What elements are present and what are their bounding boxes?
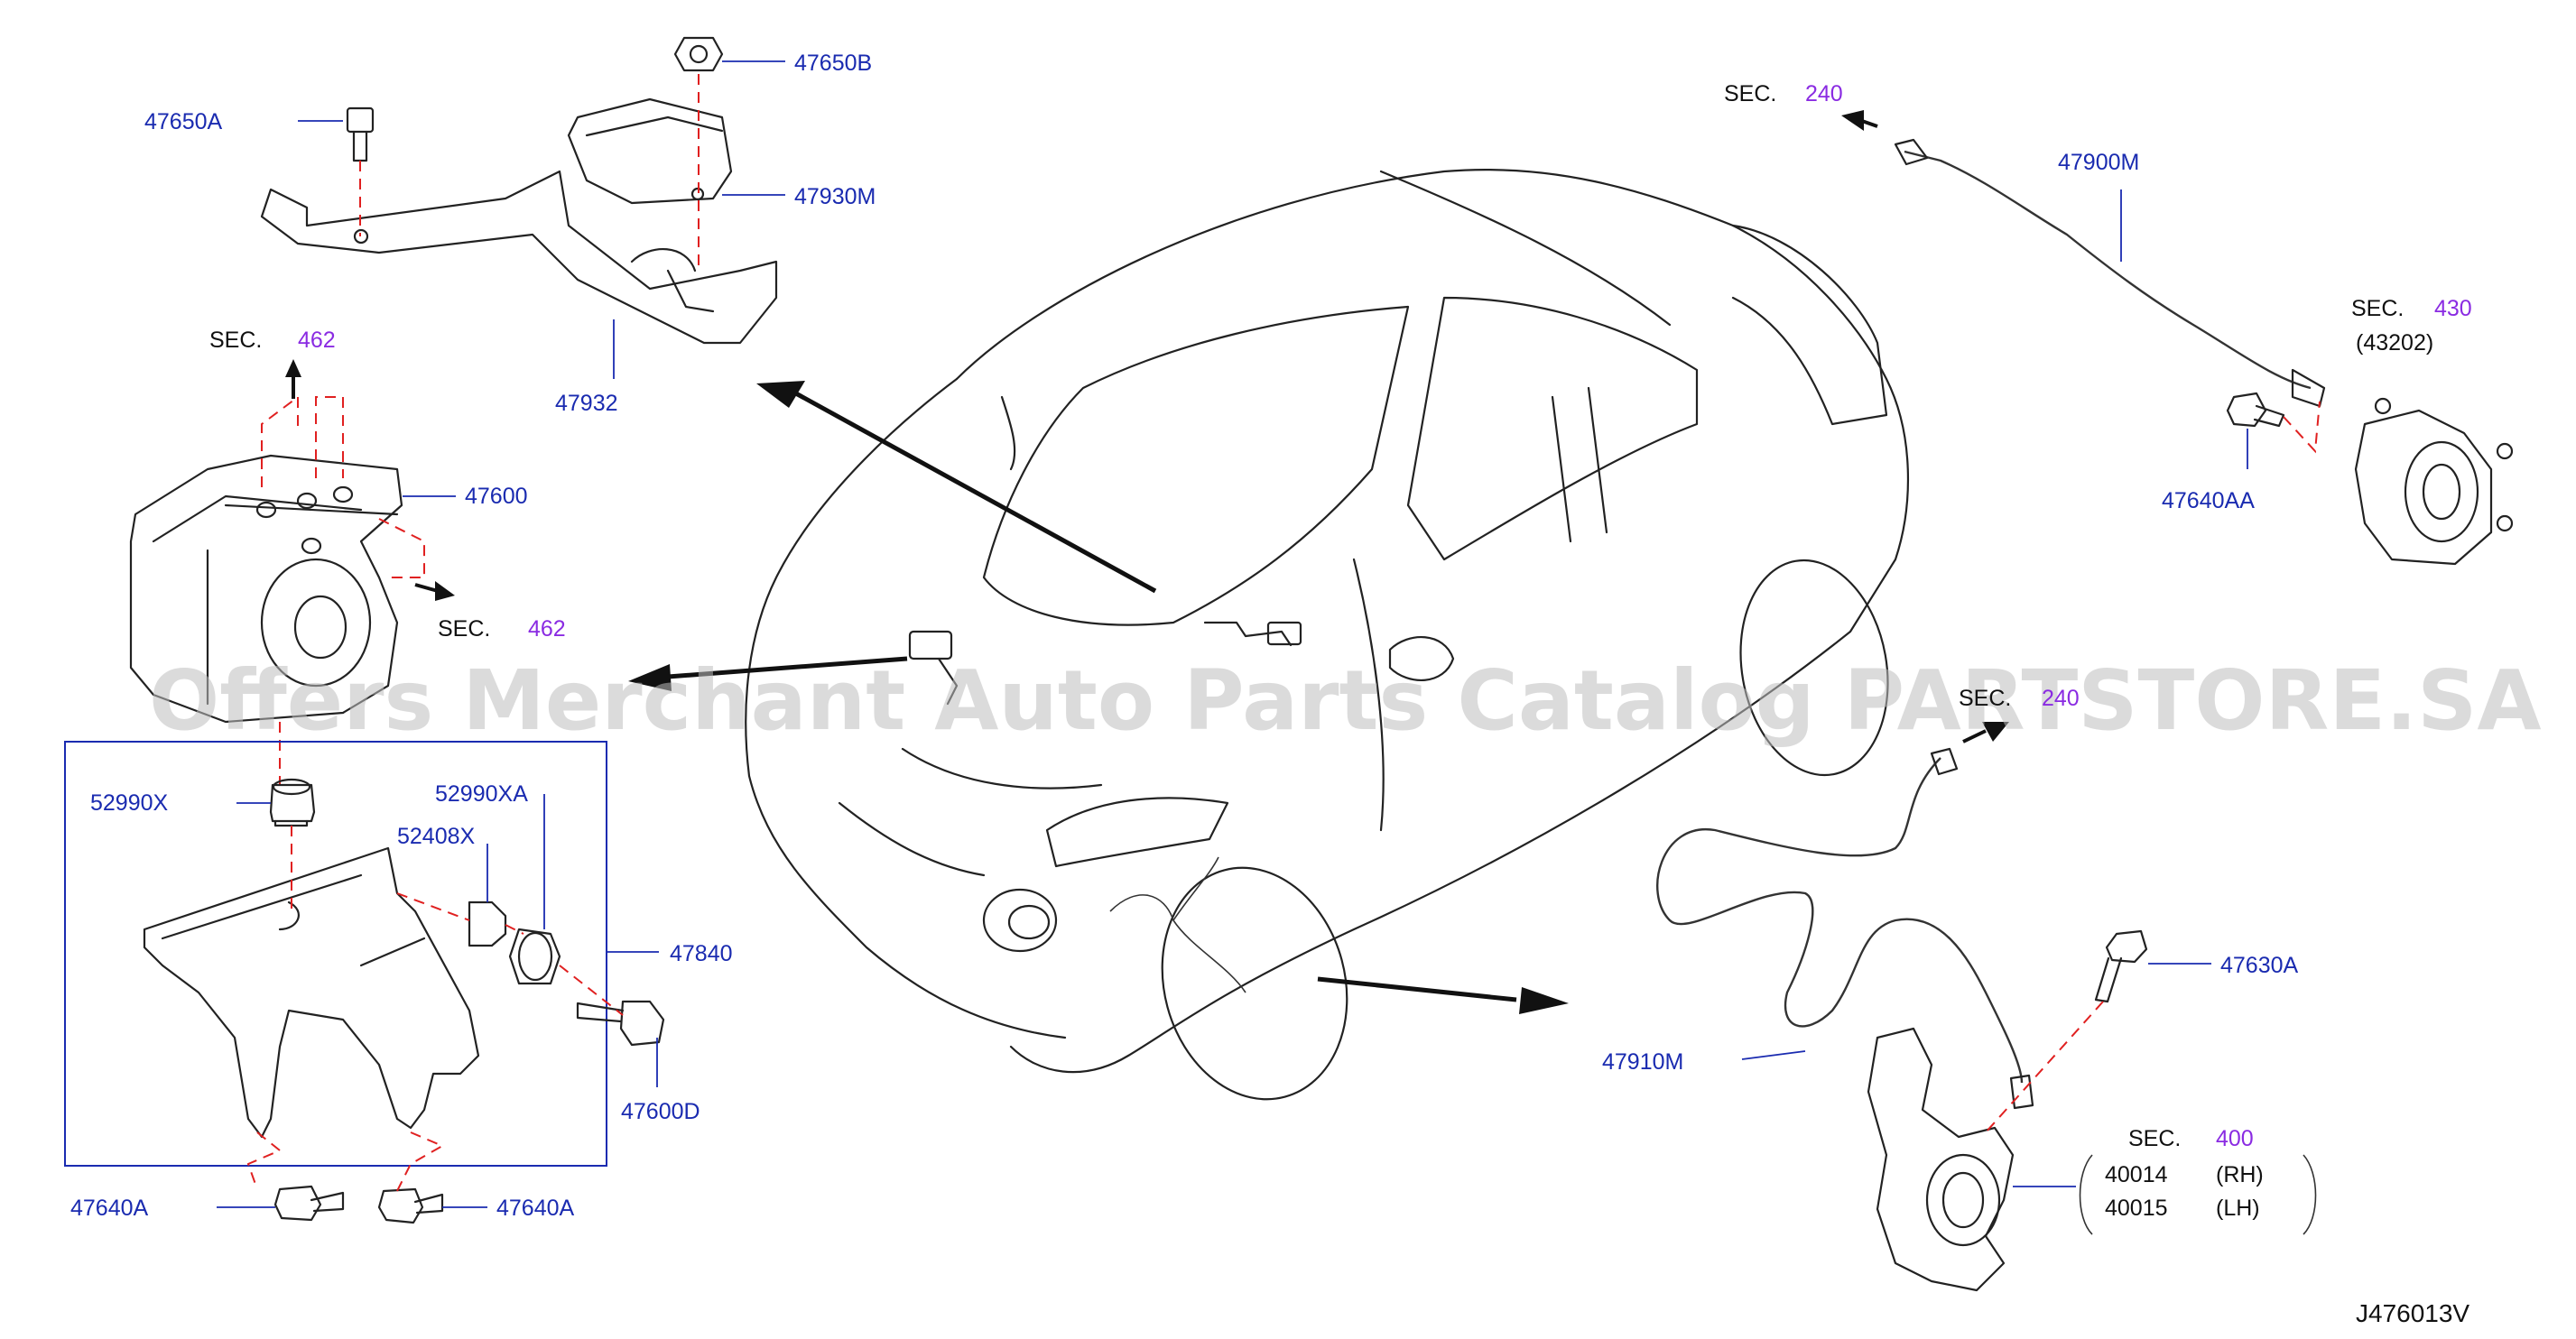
vehicle-outline <box>745 169 1910 1101</box>
diagram-code: J476013V <box>2356 1299 2469 1327</box>
direction-arrows <box>628 381 1569 1014</box>
label-47910m: 47910M <box>1602 1049 1683 1075</box>
sec-number-400: 400 <box>2216 1126 2254 1151</box>
label-47600: 47600 <box>465 484 528 509</box>
sec-number-462-top: 462 <box>298 328 336 353</box>
label-47840: 47840 <box>670 941 733 966</box>
label-47650b: 47650B <box>794 51 872 76</box>
rear-wheel-sensor <box>1841 110 2514 566</box>
label-43202: (43202) <box>2356 330 2433 356</box>
watermark-text: Offers Merchant Auto Parts Catalog PARTS… <box>149 652 2542 749</box>
label-47640a-right: 47640A <box>496 1196 575 1221</box>
label-52990xa: 52990XA <box>435 781 528 807</box>
label-lh: (LH) <box>2216 1196 2260 1221</box>
label-47600d: 47600D <box>621 1099 700 1124</box>
label-52990x: 52990X <box>90 790 169 816</box>
sec-number-462-right: 462 <box>528 616 566 642</box>
label-47640a-left: 47640A <box>70 1196 149 1221</box>
label-47932: 47932 <box>555 391 618 416</box>
front-wheel-sensor <box>1656 722 2317 1292</box>
sec-number-240-top: 240 <box>1805 81 1843 106</box>
sec-label-240-mid: SEC. <box>1959 686 2011 711</box>
label-rh: (RH) <box>2216 1162 2264 1187</box>
group-box <box>64 741 607 1167</box>
yaw-rate-sensor-assembly <box>260 36 785 379</box>
label-40015: 40015 <box>2105 1196 2168 1221</box>
label-47930m: 47930M <box>794 184 876 209</box>
sec-number-240-mid: 240 <box>2042 686 2080 711</box>
label-47650a: 47650A <box>144 109 223 134</box>
sec-label-400: SEC. <box>2128 1126 2181 1151</box>
label-47640aa: 47640AA <box>2162 488 2255 513</box>
sec-label-430: SEC. <box>2351 296 2404 321</box>
label-47630a: 47630A <box>2220 953 2299 978</box>
abs-actuator <box>129 359 456 785</box>
sec-number-430: 430 <box>2434 296 2472 321</box>
label-47900m: 47900M <box>2058 150 2139 175</box>
actuator-bracket-group <box>64 741 665 1224</box>
sec-label-462-top: SEC. <box>209 328 262 353</box>
sec-label-240-top: SEC. <box>1724 81 1776 106</box>
label-40014: 40014 <box>2105 1162 2168 1187</box>
label-52408x: 52408X <box>397 824 476 849</box>
sec-label-462-right: SEC. <box>438 616 490 642</box>
